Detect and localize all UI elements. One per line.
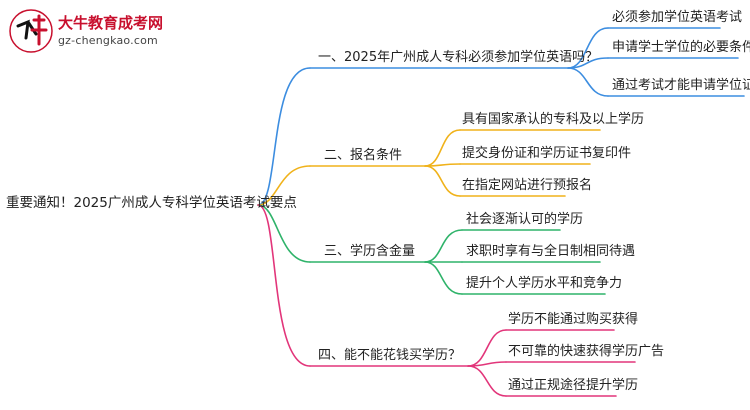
- branch-1-leaf-3: 通过考试才能申请学位证书: [612, 78, 750, 93]
- logo-url[interactable]: gz-chengkao.com: [58, 34, 158, 47]
- branch-1-leaf-1: 必须参加学位英语考试: [612, 10, 743, 25]
- branch-1-leaf-2: 申请学士学位的必要条件: [612, 40, 750, 55]
- connector-root-b3: [257, 204, 311, 263]
- branch-4-leaf-2: 不可靠的快速获得学历广告: [508, 344, 665, 359]
- branch-4-title: 四、能不能花钱买学历？: [318, 348, 462, 363]
- branch-3-leaf-2: 求职时享有与全日制相同待遇: [466, 244, 636, 259]
- branch-3-leaf-3: 提升个人学历水平和竞争力: [466, 276, 623, 291]
- logo-mark-icon: [9, 9, 53, 53]
- connector-b4-l3: [467, 365, 507, 397]
- branch-3-title: 三、学历含金量: [324, 244, 416, 259]
- connector-b4-l1: [467, 329, 507, 367]
- connector-b3-l1: [424, 229, 463, 263]
- connector-b1-l3: [567, 67, 609, 97]
- connector-b2-l3: [424, 165, 461, 197]
- branch-1-title: 一、2025年广州成人专科必须参加学位英语吗？: [318, 50, 599, 65]
- branch-2-title: 二、报名条件: [324, 148, 403, 163]
- site-logo[interactable]: 大牛教育成考网 gz-chengkao.com: [8, 8, 208, 54]
- branch-3-leaf-1: 社会逐渐认可的学历: [466, 212, 584, 227]
- mindmap-root: 重要通知！2025广州成人专科学位英语考试要点: [6, 195, 297, 211]
- connector-root-b4: [257, 204, 311, 367]
- connector-root-b1: [257, 67, 311, 206]
- branch-2-leaf-3: 在指定网站进行预报名: [462, 178, 593, 193]
- connector-root-b2: [257, 165, 311, 206]
- connector-b2-l1: [424, 129, 461, 167]
- branch-2-leaf-1: 具有国家承认的专科及以上学历: [462, 112, 645, 127]
- connector-b3-l3: [424, 261, 463, 295]
- branch-4-leaf-1: 学历不能通过购买获得: [508, 312, 639, 327]
- branch-2-leaf-2: 提交身份证和学历证书复印件: [462, 146, 632, 161]
- logo-title: 大牛教育成考网: [58, 14, 164, 32]
- branch-4-leaf-3: 通过正规途径提升学历: [508, 378, 639, 393]
